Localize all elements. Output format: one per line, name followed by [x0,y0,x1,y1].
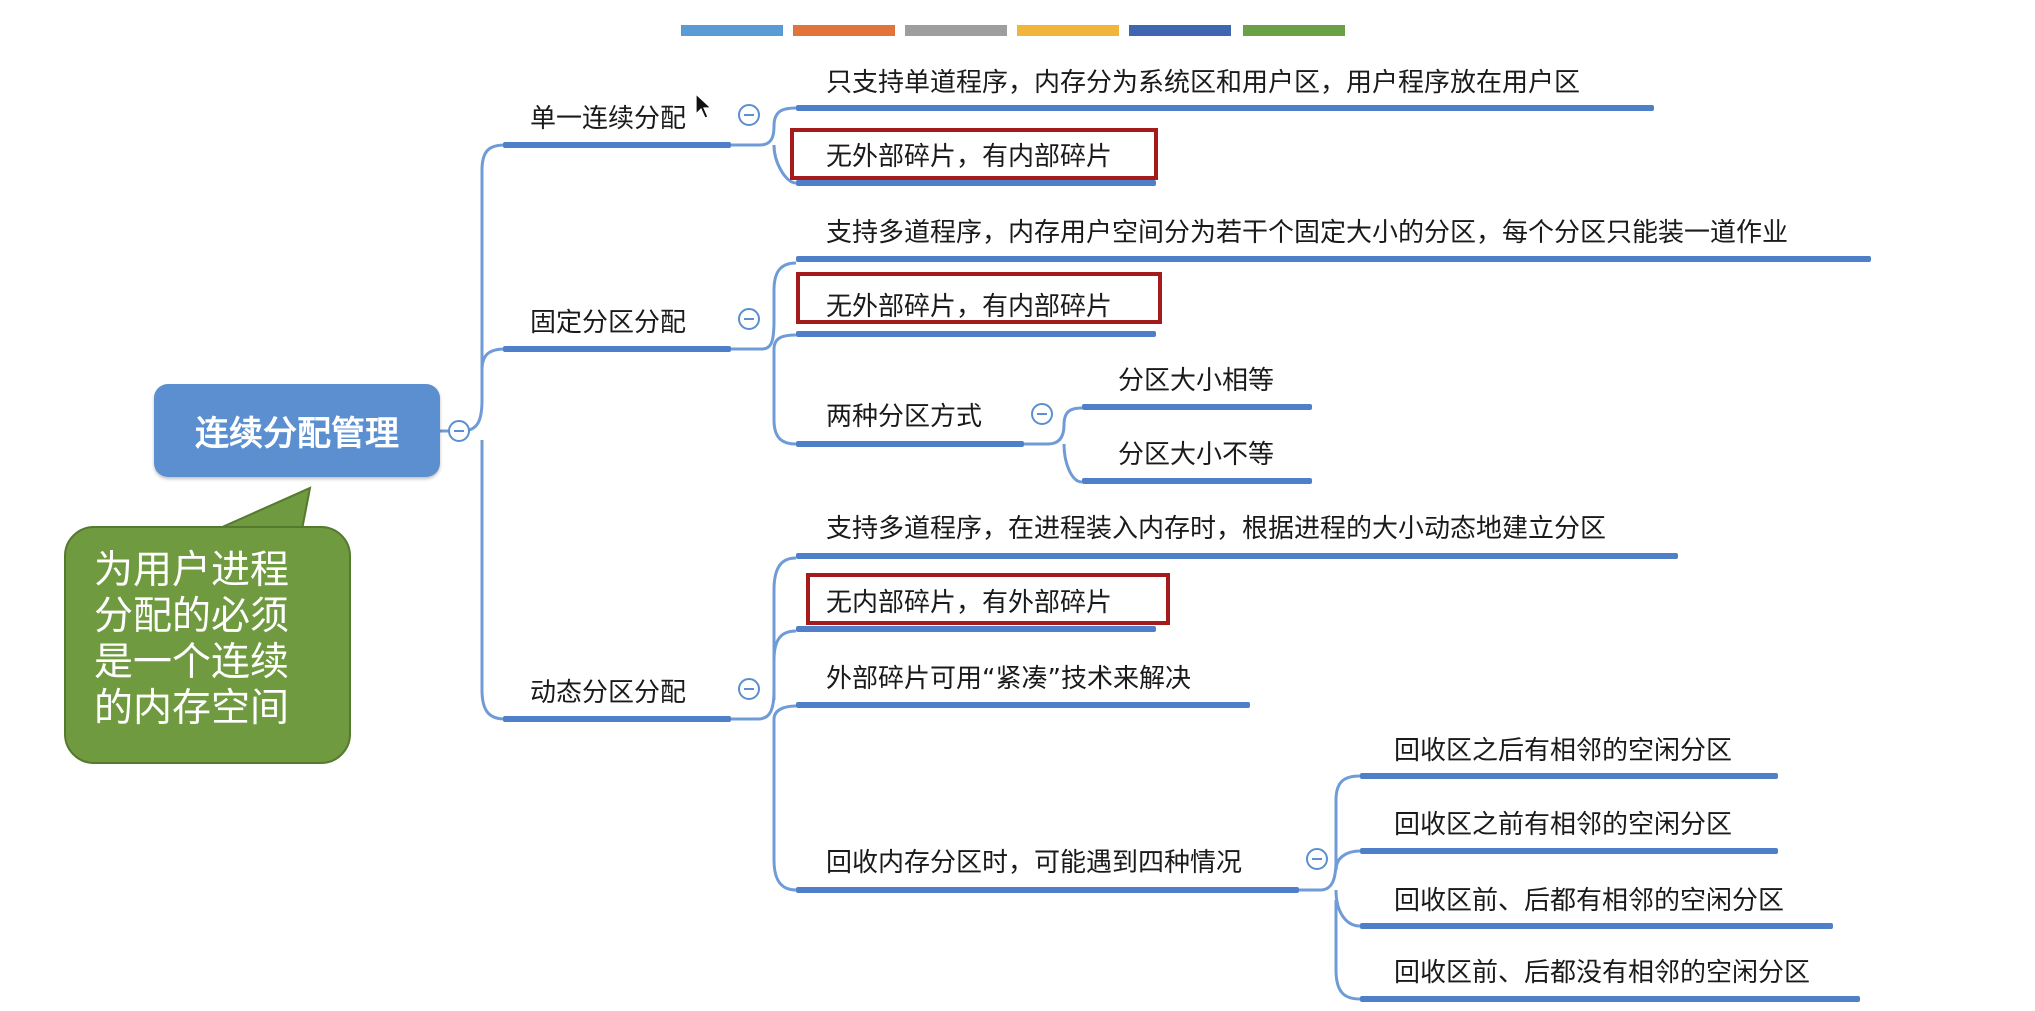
dynamic-child-1[interactable]: 支持多道程序，在进程装入内存时，根据进程的大小动态地建立分区 [826,514,1607,544]
callout-note[interactable]: 为用户进程 分配的必须 是一个连续 的内存空间 [64,526,351,764]
branch-dynamic-underline [503,716,731,722]
fixed-child-1-underline [796,256,1871,262]
dynamic-child-3[interactable]: 外部碎片可用“紧凑”技术来解决 [826,664,1191,694]
highlight-box-dynamic [806,573,1170,625]
fixed-method-2-underline [1082,478,1312,484]
collapse-icon-methods[interactable] [1031,403,1053,425]
dynamic-child-4-underline [796,887,1299,893]
fixed-child-2[interactable]: 无外部碎片，有内部碎片 [826,292,1113,322]
single-child-1[interactable]: 只支持单道程序，内存分为系统区和用户区，用户程序放在用户区 [826,68,1581,98]
collapse-icon-cases[interactable] [1306,848,1328,870]
dynamic-case-4[interactable]: 回收区前、后都没有相邻的空闲分区 [1394,958,1811,988]
fixed-method-1[interactable]: 分区大小相等 [1118,366,1275,396]
highlight-box-single [790,128,1158,180]
branch-dynamic[interactable]: 动态分区分配 [530,676,686,710]
collapse-icon-dynamic[interactable] [738,678,760,700]
branch-dynamic-label: 动态分区分配 [530,678,687,708]
branch-single-label: 单一连续分配 [530,104,687,134]
dynamic-case-3[interactable]: 回收区前、后都有相邻的空闲分区 [1394,886,1785,916]
dynamic-case-1-underline [1360,773,1778,779]
callout-line-3: 是一个连续 [94,640,290,685]
dynamic-case-4-underline [1360,996,1860,1002]
root-node[interactable]: 连续分配管理 [154,384,440,477]
callout-line-4: 的内存空间 [94,686,290,731]
fixed-child-3-underline [796,441,1024,447]
theme-swatch-darkblue[interactable] [1129,25,1231,36]
dynamic-child-4[interactable]: 回收内存分区时，可能遇到四种情况 [826,848,1243,878]
dynamic-case-3-underline [1360,923,1833,929]
callout-line-1: 为用户进程 [94,548,290,593]
branch-fixed-underline [503,346,731,352]
mouse-cursor-icon [695,92,713,119]
fixed-method-2[interactable]: 分区大小不等 [1118,440,1275,470]
single-child-2[interactable]: 无外部碎片，有内部碎片 [826,142,1113,172]
dynamic-child-2[interactable]: 无内部碎片，有外部碎片 [826,588,1113,618]
collapse-icon-fixed[interactable] [738,308,760,330]
fixed-child-1[interactable]: 支持多道程序，内存用户空间分为若干个固定大小的分区，每个分区只能装一道作业 [826,218,1789,248]
single-child-1-underline [796,105,1654,111]
callout-line-2: 分配的必须 [94,594,290,639]
branch-fixed-label: 固定分区分配 [530,308,687,338]
dynamic-case-2[interactable]: 回收区之前有相邻的空闲分区 [1394,810,1733,840]
branch-single[interactable]: 单一连续分配 [530,102,686,136]
theme-swatch-orange[interactable] [793,25,895,36]
theme-swatch-green[interactable] [1243,25,1345,36]
single-child-2-underline [796,180,1156,186]
root-label: 连续分配管理 [195,414,399,454]
branch-fixed[interactable]: 固定分区分配 [530,306,686,340]
fixed-child-2-underline [796,331,1156,337]
collapse-icon-single[interactable] [738,104,760,126]
collapse-icon-root[interactable] [448,420,470,442]
dynamic-child-2-underline [796,626,1156,632]
dynamic-case-2-underline [1360,848,1778,854]
theme-swatch-yellow[interactable] [1017,25,1119,36]
dynamic-child-3-underline [796,702,1250,708]
dynamic-case-1[interactable]: 回收区之后有相邻的空闲分区 [1394,736,1733,766]
theme-swatch-gray[interactable] [905,25,1007,36]
theme-swatch-blue[interactable] [681,25,783,36]
fixed-child-3[interactable]: 两种分区方式 [826,402,983,432]
branch-single-underline [503,142,731,148]
dynamic-child-1-underline [796,553,1678,559]
highlight-box-fixed [796,272,1162,324]
fixed-method-1-underline [1082,404,1312,410]
